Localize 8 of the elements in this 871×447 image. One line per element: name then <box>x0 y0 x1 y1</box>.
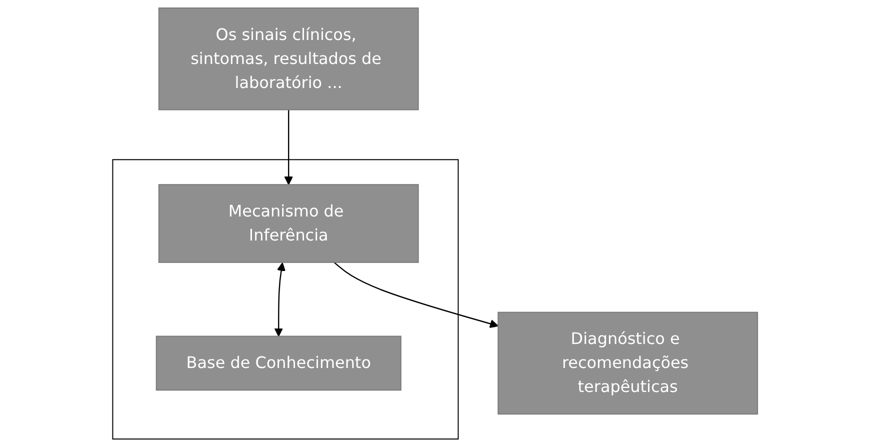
cluster <box>112 159 460 440</box>
node-box: Base de Conhecimento <box>156 336 402 391</box>
arrow <box>284 110 294 185</box>
node-box: Diagnóstico e recomendações terapêuticas <box>498 312 758 415</box>
arrow <box>334 262 499 328</box>
node-box: Mecanismo de Inferência <box>158 184 420 263</box>
node-box: Os sinais clínicos, sintomas, resultados de laboratório ... <box>158 7 420 110</box>
arrow <box>274 262 286 337</box>
